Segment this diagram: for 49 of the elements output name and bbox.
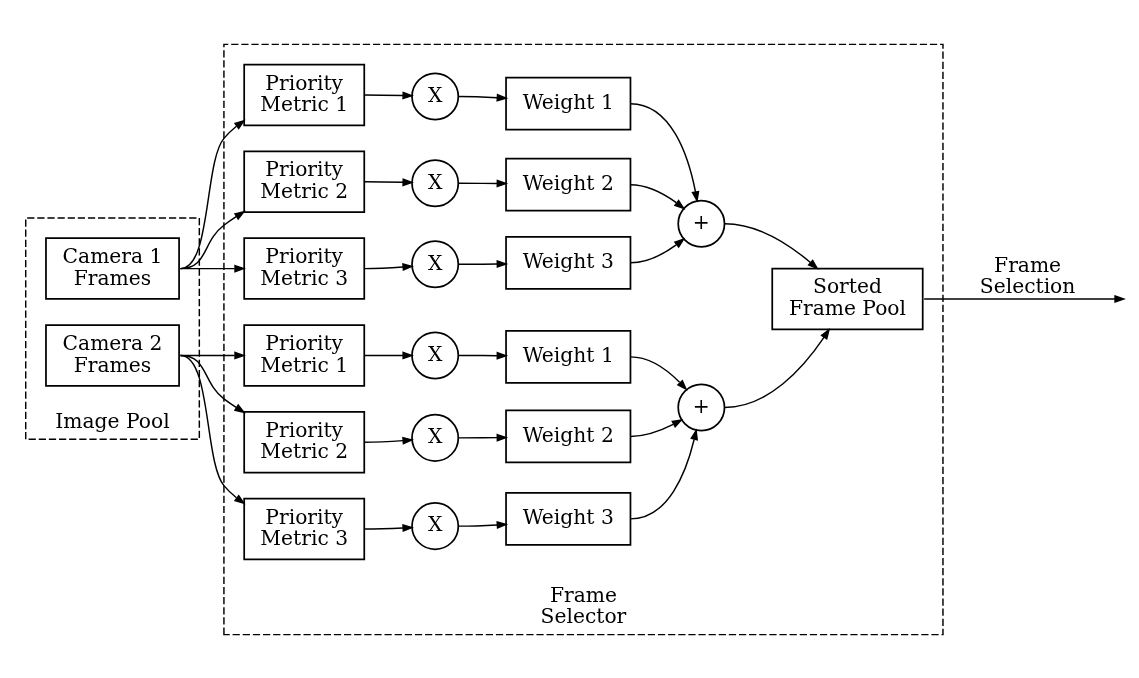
arrow (363, 436, 414, 445)
arrow (457, 93, 509, 102)
node-box: Weight 3 (505, 491, 632, 546)
node-circle: X (411, 239, 460, 288)
arrow (629, 237, 686, 264)
node-box: Camera 2 Frames (45, 323, 180, 387)
arrow (629, 355, 688, 391)
node-box: Sorted Frame Pool (771, 267, 924, 330)
arrow (629, 418, 684, 437)
node-circle: X (411, 413, 460, 462)
node-circle: X (411, 158, 460, 207)
node-box: Camera 1 Frames (45, 236, 180, 300)
arrow (179, 354, 246, 505)
arrow (363, 90, 414, 100)
node-box: Priority Metric 1 (243, 323, 366, 387)
arrow (179, 264, 246, 273)
arrow (363, 262, 414, 271)
arrow (457, 178, 509, 188)
node-circle: + (677, 199, 726, 248)
node-circle: X (411, 501, 460, 550)
node-box: Priority Metric 3 (243, 236, 366, 300)
node-box: Weight 3 (505, 235, 632, 290)
node-box: Priority Metric 2 (243, 150, 366, 213)
node-box: Weight 2 (505, 157, 632, 212)
arrow (629, 102, 700, 203)
node-box: Priority Metric 1 (243, 63, 366, 126)
arrow (363, 350, 414, 359)
node-circle: X (411, 330, 460, 379)
arrow (457, 520, 509, 529)
arrow (363, 523, 414, 532)
arrow (923, 294, 1126, 303)
arrow (457, 433, 509, 442)
arrow (629, 183, 686, 210)
node-box: Weight 1 (505, 76, 632, 131)
node-circle: X (411, 71, 460, 120)
edge-label: Frame Selection (979, 252, 1076, 298)
arrow (457, 259, 509, 268)
node-box: Weight 1 (505, 329, 632, 384)
node-circle: + (677, 383, 726, 431)
arrow (629, 427, 699, 520)
arrow (723, 327, 831, 408)
arrow (457, 351, 509, 360)
node-box: Priority Metric 2 (243, 410, 366, 473)
node-box: Priority Metric 3 (243, 497, 366, 560)
arrow (179, 118, 246, 269)
node-box: Weight 2 (505, 409, 632, 463)
arrow (723, 222, 819, 270)
arrow (179, 210, 246, 269)
arrow (363, 177, 414, 186)
